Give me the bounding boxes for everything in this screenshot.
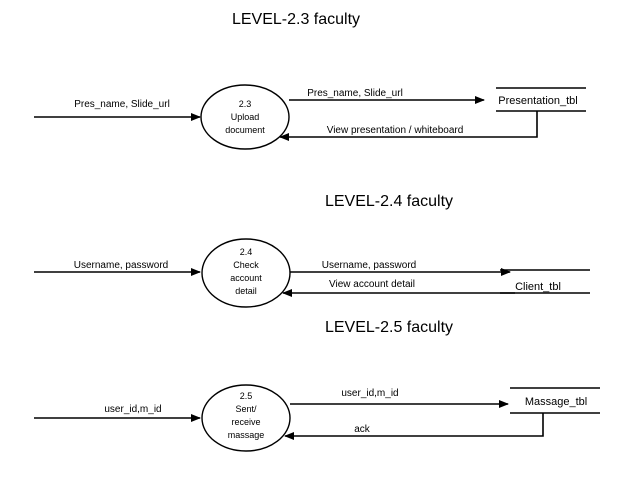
data-store-name: Presentation_tbl bbox=[498, 95, 578, 107]
data-store-name: Client_tbl bbox=[515, 281, 561, 293]
process-number: 2.4 bbox=[240, 247, 253, 257]
process-name-line: Upload bbox=[231, 112, 260, 122]
outgoing-flow-label: Pres_name, Slide_url bbox=[307, 88, 403, 99]
input-flow-label: user_id,m_id bbox=[104, 404, 161, 415]
diagram-title: LEVEL-2.4 faculty bbox=[325, 193, 453, 210]
diagram-level-2-5: LEVEL-2.5 faculty user_id,m_id 2.5 Sent/… bbox=[34, 319, 600, 452]
diagram-level-2-3: LEVEL-2.3 faculty Pres_name, Slide_url 2… bbox=[34, 11, 586, 150]
return-flow-arrow bbox=[284, 413, 544, 440]
process-circle bbox=[201, 238, 291, 308]
return-flow-arrow bbox=[279, 111, 538, 141]
diagram-title: LEVEL-2.5 faculty bbox=[325, 319, 453, 336]
process-circle bbox=[200, 84, 290, 150]
process-name-line: account bbox=[230, 273, 262, 283]
return-flow-label: ack bbox=[354, 424, 371, 435]
data-store-name: Massage_tbl bbox=[525, 396, 587, 408]
process-name-line: receive bbox=[231, 417, 260, 427]
process-circle bbox=[201, 384, 291, 452]
process-name-line: Sent/ bbox=[235, 404, 257, 414]
return-flow-label: View account detail bbox=[329, 279, 415, 290]
process-name-line: document bbox=[225, 125, 265, 135]
process-name-line: Check bbox=[233, 260, 259, 270]
diagram-title: LEVEL-2.3 faculty bbox=[232, 11, 360, 28]
process-number: 2.5 bbox=[240, 391, 253, 401]
process-name-line: detail bbox=[235, 286, 257, 296]
outgoing-flow-label: user_id,m_id bbox=[341, 388, 398, 399]
input-flow-label: Username, password bbox=[74, 260, 168, 271]
diagram-level-2-4: LEVEL-2.4 faculty Username, password 2.4… bbox=[34, 193, 590, 308]
input-flow-label: Pres_name, Slide_url bbox=[74, 99, 170, 110]
return-flow-label: View presentation / whiteboard bbox=[327, 125, 464, 136]
process-number: 2.3 bbox=[239, 99, 252, 109]
outgoing-flow-label: Username, password bbox=[322, 260, 416, 271]
process-name-line: massage bbox=[228, 430, 265, 440]
